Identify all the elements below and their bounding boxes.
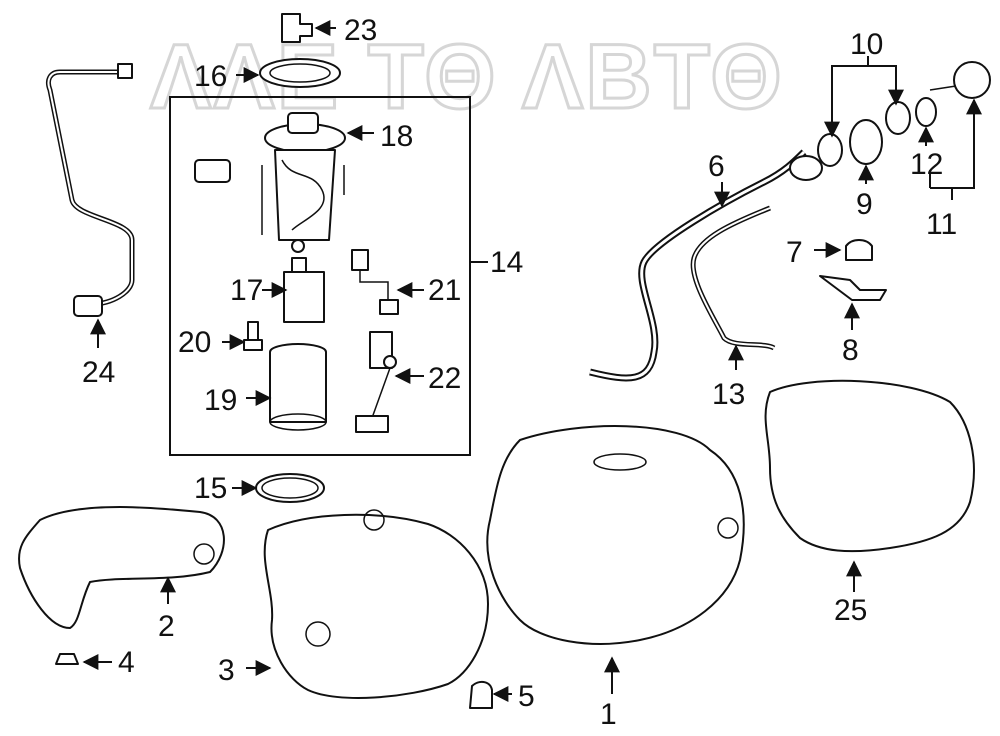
callout-10: 10	[850, 28, 883, 61]
part-20-bolt[interactable]	[222, 321, 263, 351]
part-3-tank-shell-lower[interactable]	[246, 509, 489, 699]
part-11-fuel-cap[interactable]	[929, 61, 991, 200]
part-4-clip[interactable]	[55, 653, 112, 670]
part-21-wire-harness[interactable]	[351, 249, 424, 315]
part-17-fuel-filter[interactable]	[262, 239, 325, 323]
callout-23: 23	[344, 14, 377, 47]
callout-4: 4	[118, 646, 135, 679]
callout-9: 9	[856, 188, 873, 221]
callout-2: 2	[158, 610, 175, 643]
callout-7: 7	[786, 236, 803, 269]
callout-15: 15	[194, 472, 227, 505]
callout-24: 24	[82, 356, 115, 389]
callout-3: 3	[218, 654, 235, 687]
callout-21: 21	[428, 274, 461, 307]
callout-13: 13	[712, 378, 745, 411]
part-13-breather-pipe[interactable]	[690, 205, 776, 370]
part-10-gasket-set[interactable]	[817, 56, 911, 167]
part-15-gasket[interactable]	[232, 473, 325, 503]
part-22-fuel-level-sender[interactable]	[355, 331, 424, 433]
callout-1: 1	[600, 698, 617, 731]
callout-25: 25	[834, 594, 867, 627]
part-25-tank-cover[interactable]	[764, 379, 975, 592]
callout-12: 12	[910, 148, 943, 181]
part-5-pad[interactable]	[469, 680, 512, 709]
callout-22: 22	[428, 362, 461, 395]
callout-14: 14	[490, 246, 523, 279]
part-8-bracket[interactable]	[819, 275, 887, 330]
part-23-connector[interactable]	[281, 13, 336, 43]
part-12-ring[interactable]	[915, 97, 937, 146]
part-19-pump-bracket[interactable]	[246, 343, 327, 431]
callout-20: 20	[178, 326, 211, 359]
callout-17: 17	[230, 274, 263, 307]
callout-11: 11	[926, 208, 957, 241]
part-6-filler-pipe[interactable]	[589, 149, 823, 382]
part-7-clamp[interactable]	[814, 239, 873, 261]
callout-8: 8	[842, 334, 859, 367]
part-16-retainer-ring[interactable]	[236, 58, 341, 88]
part-9-filler-neck[interactable]	[849, 119, 883, 184]
part-2-heat-shield[interactable]	[18, 506, 225, 629]
callout-18: 18	[380, 120, 413, 153]
callout-5: 5	[518, 680, 535, 713]
watermark-logo: ΛΛΕ ΤΘ ΛΒΤΘ	[150, 26, 784, 128]
callout-16: 16	[194, 60, 227, 93]
part-18-fuel-pump-assembly[interactable]	[194, 112, 374, 241]
callout-19: 19	[204, 384, 237, 417]
callout-6: 6	[708, 150, 725, 183]
part-24-vapor-line[interactable]	[45, 63, 135, 348]
pump-module-frame	[169, 96, 471, 456]
part-1-fuel-tank[interactable]	[486, 425, 745, 694]
